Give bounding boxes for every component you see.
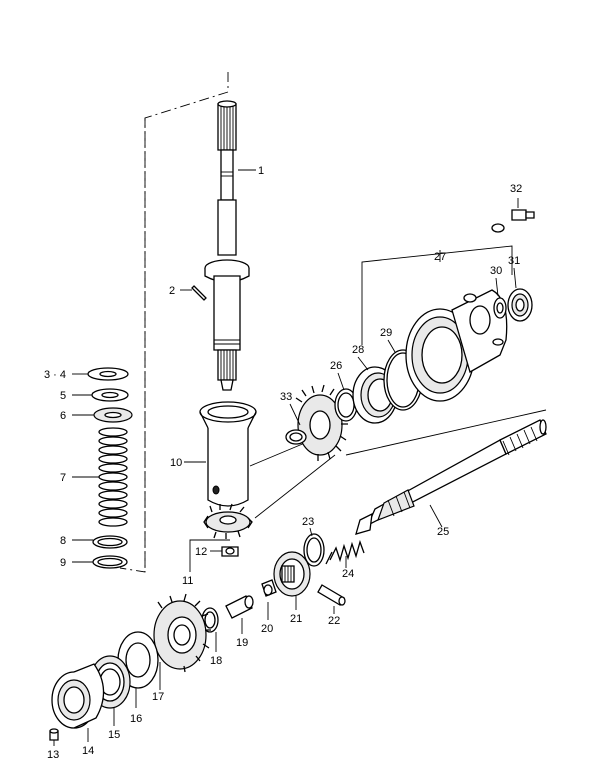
callout-21: 21 xyxy=(290,613,302,625)
callout-16: 16 xyxy=(130,713,142,725)
propeller-shaft-part-25 xyxy=(355,419,547,535)
clutch-dog-part-21 xyxy=(273,551,311,597)
reverse-gear-part-17 xyxy=(153,593,211,673)
callout-13: 13 xyxy=(47,749,59,761)
shims-8-9 xyxy=(92,535,128,569)
callout-3-4: 3 · 4 xyxy=(44,369,66,381)
callout-7: 7 xyxy=(60,472,66,484)
push-rod-part-19 xyxy=(225,595,254,619)
pin-part-2 xyxy=(191,285,207,301)
bearing-part-14 xyxy=(51,663,105,729)
callout-33: 33 xyxy=(280,391,292,403)
washer-stack-3-6 xyxy=(87,367,133,423)
spring-part-7 xyxy=(98,427,128,527)
bolt-part-32 xyxy=(491,209,535,233)
callout-15: 15 xyxy=(108,729,120,741)
callout-27: 27 xyxy=(434,251,446,263)
callout-12: 12 xyxy=(195,546,207,558)
callout-20: 20 xyxy=(261,623,273,635)
pin-part-22 xyxy=(317,584,346,606)
drive-shaft xyxy=(204,100,250,391)
left-group-bracket xyxy=(119,72,229,573)
callout-11: 11 xyxy=(182,575,193,587)
callout-14: 14 xyxy=(82,745,94,757)
bearing-part-31 xyxy=(507,288,533,322)
spring-part-24 xyxy=(325,539,365,565)
callout-1: 1 xyxy=(258,165,264,177)
callout-29: 29 xyxy=(380,327,392,339)
callout-5: 5 xyxy=(60,390,66,402)
callout-10: 10 xyxy=(170,457,182,469)
callout-6: 6 xyxy=(60,410,66,422)
callout-2: 2 xyxy=(169,285,175,297)
pinion-gear-part-11 xyxy=(203,503,253,539)
callout-32: 32 xyxy=(510,183,522,195)
callout-9: 9 xyxy=(60,557,66,569)
plug-part-13 xyxy=(49,728,59,741)
callout-24: 24 xyxy=(342,568,354,580)
sleeve-part-10 xyxy=(199,401,257,507)
seal-part-30 xyxy=(493,297,507,319)
callout-23: 23 xyxy=(302,516,314,528)
callout-26: 26 xyxy=(330,360,342,372)
callout-25: 25 xyxy=(437,526,449,538)
callout-18: 18 xyxy=(210,655,222,667)
right-group-bracket xyxy=(345,409,547,456)
callout-17: 17 xyxy=(152,691,164,703)
callout-22: 22 xyxy=(328,615,340,627)
callout-8: 8 xyxy=(60,535,66,547)
callout-30: 30 xyxy=(490,265,502,277)
oring-part-26 xyxy=(334,388,358,422)
callout-28: 28 xyxy=(352,344,364,356)
plunger-part-20 xyxy=(261,579,277,597)
ring-part-23 xyxy=(303,533,325,567)
callout-19: 19 xyxy=(236,637,248,649)
callout-31: 31 xyxy=(508,255,520,267)
shaft-housing-part-27 xyxy=(405,289,508,402)
bevel-gear-part-33 xyxy=(285,384,348,461)
thrust-washer-part-16 xyxy=(117,631,159,689)
nut-part-12 xyxy=(221,546,239,557)
